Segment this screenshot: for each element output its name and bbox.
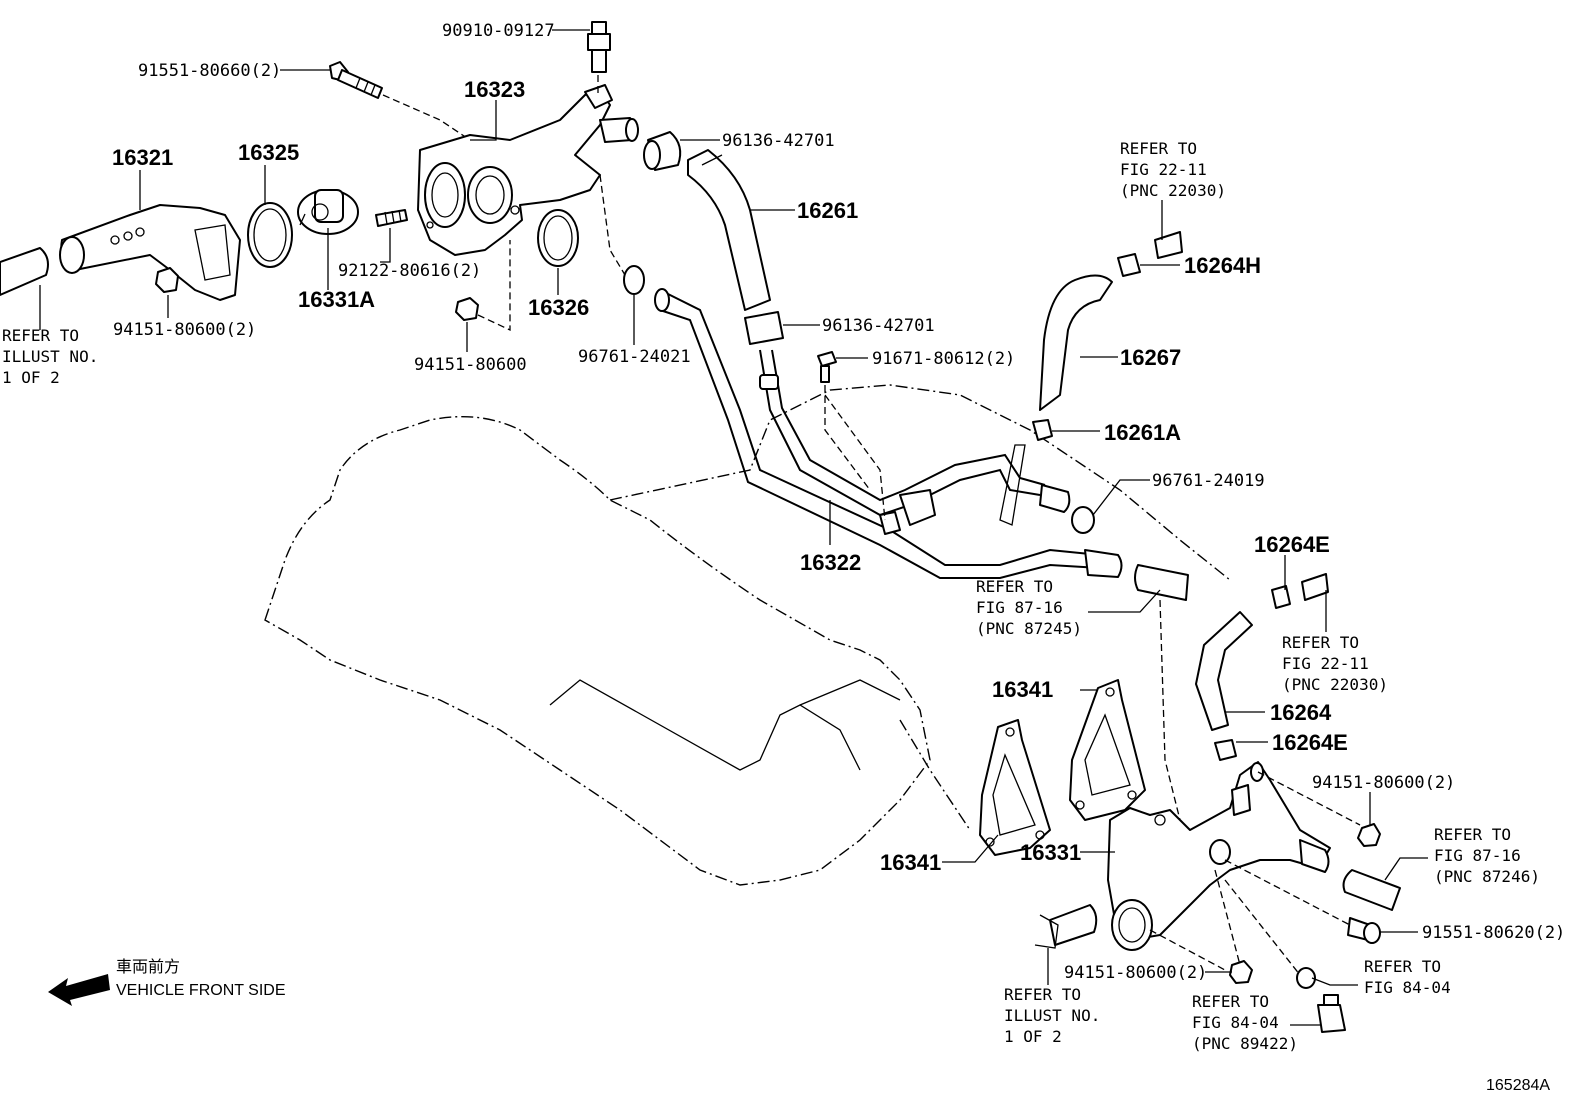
gasket-16341-lower [979,719,1051,856]
label-16323: 16323 [464,77,525,102]
label-16261: 16261 [797,198,858,223]
hose-16261 [687,149,771,311]
gasket-16326 [537,209,579,267]
label-91551-80660: 91551-80660(2) [138,61,281,81]
figure-id: 165284A [1486,1077,1550,1094]
leader-lines [139,29,1428,1026]
ref-fig-22-11-right: REFER TO FIG 22-11 (PNC 22030) [1282,633,1388,694]
nut-94151-middle [455,240,511,332]
label-16322: 16322 [800,550,861,575]
nut-94151-left [155,267,179,293]
label-91551-80620: 91551-80620(2) [1422,923,1565,943]
vehicle-front-indicator: 車両前方 VEHICLE FRONT SIDE [48,958,286,1006]
oring-96761-24021 [623,265,645,295]
water-inlet-housing-16331 [1107,761,1361,976]
bolt-91671 [817,351,886,521]
label-16264E-bottom: 16264E [1272,730,1348,755]
left-hose-stub [0,247,49,330]
oring-96761-24019 [1071,506,1095,534]
label-16326: 16326 [528,295,589,320]
label-16321: 16321 [112,145,173,170]
pipe-stub-87246 [1342,869,1401,911]
bolt-91551-80620 [1347,917,1381,944]
pipe-stub-87245 [1134,564,1189,601]
label-16331: 16331 [1020,840,1081,865]
label-16264: 16264 [1270,700,1332,725]
clamp-96136-top [643,131,682,171]
gasket-16341-upper [1069,679,1146,821]
stud-92122 [375,209,408,227]
front-arrow-icon [48,974,110,1006]
label-94151-80600-2-left: 94151-80600(2) [113,320,256,340]
label-16331A: 16331A [298,287,375,312]
clamp-16264E-bottom [1214,739,1237,761]
label-96136-42701-top: 96136-42701 [722,131,835,151]
sensor-89422 [1317,994,1346,1033]
label-96136-42701-lower: 96136-42701 [822,316,935,336]
front-label-jp: 車両前方 [116,958,180,976]
clamp-16264E-top [1271,573,1329,609]
label-16341-upper: 16341 [992,677,1053,702]
nut-94151-right-top [1357,823,1381,847]
gasket-ring-16325 [247,202,293,268]
hose-16264 [1195,611,1253,731]
clamp-16261A [1032,419,1053,441]
label-94151-80600: 94151-80600 [414,355,527,375]
hose-stub-bottom [1034,904,1098,949]
ref-illust-bottom: REFER TO ILLUST NO. 1 OF 2 [1004,985,1110,1046]
label-94151-80600-2-right: 94151-80600(2) [1312,773,1455,793]
sensor-90910 [587,21,611,95]
thermostat-16331A [297,189,359,235]
ref-fig-84-04-bottom: REFER TO FIG 84-04 (PNC 89422) [1192,992,1298,1053]
hose-16267 [1039,274,1113,411]
label-96761-24019: 96761-24019 [1152,471,1265,491]
label-16325: 16325 [238,140,299,165]
ref-fig-84-04-right: REFER TO FIG 84-04 [1364,957,1451,997]
ref-fig-22-11-top: REFER TO FIG 22-11 (PNC 22030) [1120,139,1226,200]
label-16264H: 16264H [1184,253,1261,278]
engine-block-outline [264,384,1231,886]
label-16267: 16267 [1120,345,1181,370]
water-bypass-pipe-16322 [654,288,1123,579]
clamp-16264H [1117,231,1183,277]
nut-94151-bottom [1229,960,1253,984]
label-16341-lower: 16341 [880,850,941,875]
label-96761-24021: 96761-24021 [578,347,691,367]
label-90910-09127: 90910-09127 [442,21,555,41]
label-92122-80616: 92122-80616(2) [338,261,481,281]
part-number-labels: 90910-09127 91551-80660(2) 16323 96136-4… [112,21,1565,983]
ref-fig-87-16-mid: REFER TO FIG 87-16 (PNC 87245) [976,577,1082,638]
water-inlet-pipe-16321 [59,204,241,301]
front-label-en: VEHICLE FRONT SIDE [116,982,286,999]
reference-labels: REFER TO ILLUST NO. 1 OF 2 REFER TO FIG … [2,139,1540,1053]
label-16264E-top: 16264E [1254,532,1330,557]
ref-illust-left: REFER TO ILLUST NO. 1 OF 2 [2,326,108,387]
water-outlet-housing-16323 [417,84,639,276]
bolt-91551-80660 [329,61,471,141]
washer-84-04 [1296,967,1316,989]
label-16261A: 16261A [1104,420,1181,445]
clamp-96136-lower [744,311,784,345]
label-94151-80600-2-bottom: 94151-80600(2) [1064,963,1207,983]
ref-fig-87-16-right: REFER TO FIG 87-16 (PNC 87246) [1434,825,1540,886]
label-91671-80612: 91671-80612(2) [872,349,1015,369]
